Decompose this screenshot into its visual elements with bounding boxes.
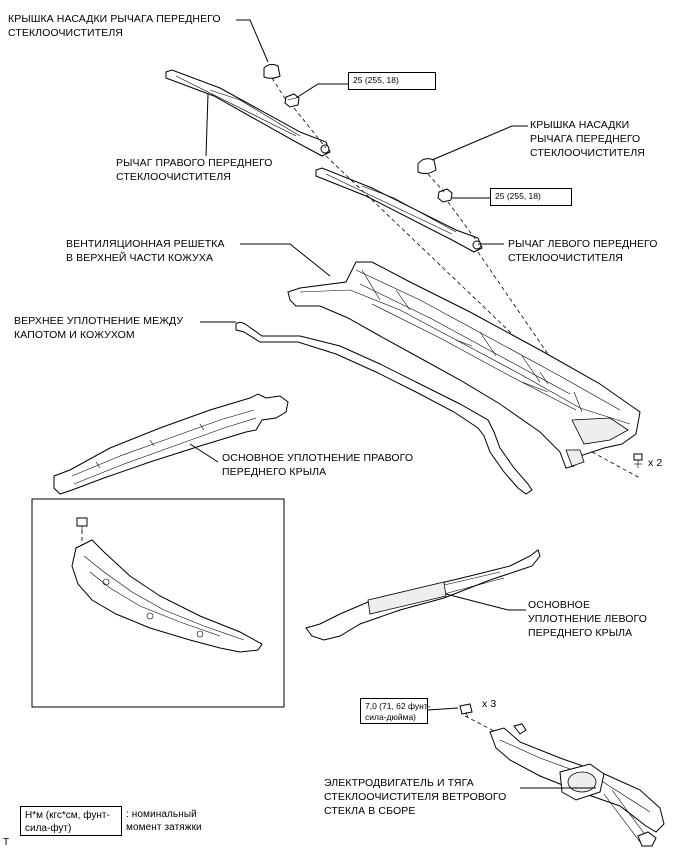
motor-bolt xyxy=(459,703,473,719)
legend-unit-line1: Н*м (кгс*см, фунт- xyxy=(25,810,110,821)
cowl-vent-panel xyxy=(287,261,641,469)
torque-box-motor-bolt-line2: сила-дюйма) xyxy=(365,712,416,722)
legend-desc-line1: : номинальный xyxy=(126,809,197,820)
torque-box-left-nut: 25 (255, 18) xyxy=(490,188,572,206)
wiper-motor-link-assembly xyxy=(489,723,665,847)
cap-right-label-line2: СТЕКЛООЧИСТИТЕЛЯ xyxy=(8,27,123,39)
arm-right-label-line1: РЫЧАГ ПРАВОГО ПЕРЕДНЕГО xyxy=(116,157,273,169)
cap-right-label-line1: КРЫШКА НАСАДКИ РЫЧАГА ПЕРЕДНЕГО xyxy=(8,13,221,25)
torque-box-right-nut: 25 (255, 18) xyxy=(348,72,436,90)
seal-left-label-line3: ПЕРЕДНЕГО КРЫЛА xyxy=(528,627,633,639)
cowl-clip xyxy=(633,453,643,468)
arm-right-label: РЫЧАГ ПРАВОГО ПЕРЕДНЕГО СТЕКЛООЧИСТИТЕЛЯ xyxy=(116,156,273,184)
cap-left-label-line3: СТЕКЛООЧИСТИТЕЛЯ xyxy=(530,147,645,159)
cowl-label: ВЕНТИЛЯЦИОННАЯ РЕШЕТКА В ВЕРХНЕЙ ЧАСТИ К… xyxy=(66,237,225,265)
right-fender-main-seal xyxy=(53,393,289,495)
arm-right-label-line2: СТЕКЛООЧИСТИТЕЛЯ xyxy=(116,171,231,183)
corner-mark: T xyxy=(3,837,10,848)
seal-right-label: ОСНОВНОЕ УПЛОТНЕНИЕ ПРАВОГО ПЕРЕДНЕГО КР… xyxy=(222,451,413,479)
cowl-label-line2: В ВЕРХНЕЙ ЧАСТИ КОЖУХА xyxy=(66,252,214,264)
motor-label-line2: СТЕКЛООЧИСТИТЕЛЯ ВЕТРОВОГО xyxy=(324,791,507,803)
motor-label-line1: ЭЛЕКТРОДВИГАТЕЛЬ И ТЯГА xyxy=(324,777,474,789)
legend-unit-line2: сила-фут) xyxy=(25,823,72,834)
qty-clips: x 2 xyxy=(648,457,663,469)
right-wiper-cap xyxy=(263,63,281,79)
legend-desc-line2: момент затяжки xyxy=(126,822,202,833)
left-wiper-arm xyxy=(315,167,483,253)
seal-right-label-line2: ПЕРЕДНЕГО КРЫЛА xyxy=(222,466,327,478)
left-arm-nut xyxy=(437,188,453,203)
torque-box-motor-bolt-line1: 7,0 (71, 62 фунт- xyxy=(365,701,431,711)
legend-description: : номинальный момент затяжки xyxy=(126,808,202,834)
right-arm-nut xyxy=(284,93,300,108)
cowl-label-line1: ВЕНТИЛЯЦИОННАЯ РЕШЕТКА xyxy=(66,238,225,250)
seal-left-label-line1: ОСНОВНОЕ xyxy=(528,599,591,611)
arm-left-label: РЫЧАГ ЛЕВОГО ПЕРЕДНЕГО СТЕКЛООЧИСТИТЕЛЯ xyxy=(508,237,658,265)
left-wiper-cap xyxy=(417,158,437,175)
arm-left-label-line2: СТЕКЛООЧИСТИТЕЛЯ xyxy=(508,252,623,264)
motor-label: ЭЛЕКТРОДВИГАТЕЛЬ И ТЯГА СТЕКЛООЧИСТИТЕЛЯ… xyxy=(324,776,506,818)
seal-top-label-line1: ВЕРХНЕЕ УПЛОТНЕНИЕ МЕЖДУ xyxy=(14,315,184,327)
right-wiper-arm xyxy=(165,69,331,157)
arm-left-label-line1: РЫЧАГ ЛЕВОГО ПЕРЕДНЕГО xyxy=(508,238,658,250)
cap-right-label: КРЫШКА НАСАДКИ РЫЧАГА ПЕРЕДНЕГО СТЕКЛООЧ… xyxy=(8,12,221,40)
motor-label-line3: СТЕКЛА В СБОРЕ xyxy=(324,805,416,817)
qty-bolts: x 3 xyxy=(482,698,497,710)
seal-right-label-line1: ОСНОВНОЕ УПЛОТНЕНИЕ ПРАВОГО xyxy=(222,452,414,464)
seal-left-label-line2: УПЛОТНЕНИЕ ЛЕВОГО xyxy=(528,613,648,625)
torque-box-motor-bolt: 7,0 (71, 62 фунт- сила-дюйма) xyxy=(360,698,431,724)
inset-frame xyxy=(31,498,285,708)
inset-bolt xyxy=(76,517,88,534)
hood-to-cowl-top-seal xyxy=(235,321,533,495)
seal-top-label: ВЕРХНЕЕ УПЛОТНЕНИЕ МЕЖДУ КАПОТОМ И КОЖУХ… xyxy=(14,314,183,342)
cap-left-label-line1: КРЫШКА НАСАДКИ xyxy=(530,119,630,131)
cap-left-label: КРЫШКА НАСАДКИ РЫЧАГА ПЕРЕДНЕГО СТЕКЛООЧ… xyxy=(530,118,645,160)
seal-left-label: ОСНОВНОЕ УПЛОТНЕНИЕ ЛЕВОГО ПЕРЕДНЕГО КРЫ… xyxy=(528,598,647,640)
seal-top-label-line2: КАПОТОМ И КОЖУХОМ xyxy=(14,329,135,341)
legend-unit-box: Н*м (кгс*см, фунт- сила-фут) xyxy=(20,806,122,836)
cap-left-label-line2: РЫЧАГА ПЕРЕДНЕГО xyxy=(530,133,641,145)
left-fender-main-seal xyxy=(305,549,541,641)
inset-seal-closeup xyxy=(71,539,263,653)
